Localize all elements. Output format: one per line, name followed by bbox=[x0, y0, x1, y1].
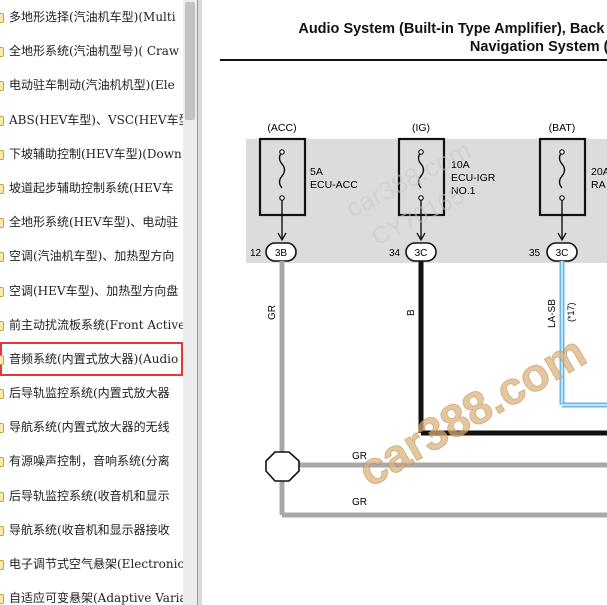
bookmark-icon bbox=[0, 183, 4, 194]
lower-wire-label-2: GR bbox=[352, 497, 367, 508]
fuse-acc-source: (ACC) bbox=[267, 122, 296, 134]
pin-12: 12 bbox=[250, 248, 262, 259]
junction-node bbox=[265, 451, 300, 482]
sidebar-item[interactable]: 后导轨监控系统(收音机和显示 bbox=[0, 479, 183, 513]
sidebar-item-label: 电动驻车制动(汽油机机型)(Ele bbox=[9, 78, 175, 93]
wire-la-sb-label: LA-SB bbox=[547, 299, 558, 328]
sidebar: 多地形选择(汽油机车型)(Multi 全地形系统(汽油机型号)( Craw 电动驻车… bbox=[0, 0, 198, 605]
bookmark-icon bbox=[0, 491, 4, 502]
sidebar-item[interactable]: 全地形系统(HEV车型)、电动驻 bbox=[0, 205, 183, 239]
bookmark-icon bbox=[0, 560, 4, 570]
wire-la-sb-note: (*17) bbox=[566, 302, 576, 322]
sidebar-item[interactable]: 电动驻车制动(汽油机机型)(Ele bbox=[0, 68, 183, 102]
sidebar-item[interactable]: 多地形选择(汽油机车型)(Multi bbox=[0, 0, 183, 34]
connector-3b-label: 3B bbox=[275, 248, 288, 259]
bookmark-icon bbox=[0, 115, 4, 126]
fuse-bat: (BAT) 20A RA 35 3C bbox=[529, 122, 607, 262]
fuse-bat-rating: 20A bbox=[591, 166, 607, 178]
pane-splitter[interactable] bbox=[197, 0, 203, 605]
sidebar-item-label: 导航系统(内置式放大器的无线 bbox=[9, 420, 170, 435]
title-line-1: Audio System (Built-in Type Amplifier), … bbox=[298, 21, 607, 37]
bookmark-icon bbox=[0, 81, 4, 92]
fuse-bat-source: (BAT) bbox=[549, 122, 576, 134]
sidebar-item-label: 空调(HEV车型)、加热型方向盘 bbox=[9, 283, 179, 298]
fuse-acc-rating: 5A bbox=[310, 166, 323, 178]
wire-b: B bbox=[406, 261, 607, 436]
watermark-3: car388.com bbox=[349, 325, 594, 497]
sidebar-item-label: 坡道起步辅助控制系统(HEV车 bbox=[9, 180, 174, 195]
bookmark-icon bbox=[0, 218, 4, 229]
bookmark-icon bbox=[0, 594, 4, 605]
title-line-2: Navigation System (R bbox=[469, 39, 607, 55]
sidebar-item-label: 后导轨监控系统(内置式放大器 bbox=[9, 386, 170, 401]
sidebar-item-label: 空调(汽油机车型)、加热型方向 bbox=[9, 249, 175, 264]
bookmark-icon bbox=[0, 354, 4, 365]
sidebar-item[interactable]: 后导轨监控系统(内置式放大器 bbox=[0, 376, 183, 410]
document-tree: 多地形选择(汽油机车型)(Multi 全地形系统(汽油机型号)( Craw 电动驻车… bbox=[0, 0, 183, 605]
fuse-ig-name: ECU-IGR bbox=[451, 172, 496, 184]
sidebar-item-label: 全地形系统(汽油机型号)( Craw bbox=[9, 44, 180, 59]
fuse-ig: (IG) 10A ECU-IGR NO.1 34 3C bbox=[389, 122, 496, 262]
sidebar-item[interactable]: 导航系统(内置式放大器的无线 bbox=[0, 410, 183, 444]
sidebar-item[interactable]: ABS(HEV车型)、VSC(HEV车型 bbox=[0, 103, 183, 137]
connector-3c-ig-label: 3C bbox=[415, 248, 428, 259]
sidebar-item-label: 电子调节式空气悬架(Electronic bbox=[9, 557, 183, 571]
fuse-ig-name-2: NO.1 bbox=[451, 185, 476, 197]
sidebar-item[interactable]: 有源噪声控制，音响系统(分离 bbox=[0, 444, 183, 478]
sidebar-item-label: ABS(HEV车型)、VSC(HEV车型 bbox=[9, 112, 183, 127]
bookmark-icon bbox=[0, 149, 4, 160]
sidebar-item[interactable]: 自适应可变悬架(Adaptive Varia bbox=[0, 581, 183, 605]
fuse-acc-name: ECU-ACC bbox=[310, 179, 358, 191]
sidebar-item-label: 导航系统(收音机和显示器接收 bbox=[9, 522, 170, 537]
sidebar-item[interactable]: 坡道起步辅助控制系统(HEV车 bbox=[0, 171, 183, 205]
sidebar-item-label: 下坡辅助控制(HEV车型)(Down bbox=[9, 146, 182, 161]
title-rule bbox=[220, 59, 607, 61]
fuse-ig-source: (IG) bbox=[412, 122, 430, 134]
fuse-bat-name: RA bbox=[591, 179, 606, 191]
sidebar-item[interactable]: 音频系统(内置式放大器)(Audio bbox=[0, 341, 183, 377]
bookmark-icon bbox=[0, 457, 4, 468]
bookmark-icon bbox=[0, 423, 4, 434]
bookmark-icon bbox=[0, 525, 4, 536]
sidebar-item-label: 音频系统(内置式放大器)(Audio bbox=[9, 351, 179, 366]
bookmark-icon bbox=[0, 286, 4, 297]
connector-3c-bat-label: 3C bbox=[556, 248, 569, 259]
bookmark-icon bbox=[0, 320, 4, 331]
fuse-acc: (ACC) 5A ECU-ACC 12 3B bbox=[250, 122, 358, 262]
scroll-thumb[interactable] bbox=[185, 2, 195, 120]
sidebar-scrollbar[interactable] bbox=[183, 0, 197, 605]
sidebar-item-label: 全地形系统(HEV车型)、电动驻 bbox=[9, 215, 179, 230]
bookmark-icon bbox=[0, 13, 4, 23]
page-title: Audio System (Built-in Type Amplifier), … bbox=[298, 20, 607, 56]
bookmark-icon bbox=[0, 47, 4, 58]
pin-34: 34 bbox=[389, 248, 401, 259]
lower-wire-label-1: GR bbox=[352, 451, 367, 462]
sidebar-item[interactable]: 空调(HEV车型)、加热型方向盘 bbox=[0, 274, 183, 308]
sidebar-item[interactable]: 前主动扰流板系统(Front Active bbox=[0, 308, 183, 342]
wire-b-label: B bbox=[406, 309, 417, 316]
pin-35: 35 bbox=[529, 248, 541, 259]
sidebar-item[interactable]: 空调(汽油机车型)、加热型方向 bbox=[0, 239, 183, 273]
sidebar-item-label: 多地形选择(汽油机车型)(Multi bbox=[9, 10, 176, 24]
sidebar-item-label: 后导轨监控系统(收音机和显示 bbox=[9, 488, 170, 503]
sidebar-item[interactable]: 电子调节式空气悬架(Electronic bbox=[0, 547, 183, 581]
sidebar-item[interactable]: 下坡辅助控制(HEV车型)(Down bbox=[0, 137, 183, 171]
wire-la-sb: LA-SB (*17) bbox=[547, 261, 607, 408]
sidebar-item-label: 有源噪声控制，音响系统(分离 bbox=[9, 454, 170, 469]
sidebar-item-label: 前主动扰流板系统(Front Active bbox=[9, 317, 183, 332]
sidebar-item-label: 自适应可变悬架(Adaptive Varia bbox=[9, 591, 183, 605]
wiring-diagram-page: Audio System (Built-in Type Amplifier), … bbox=[202, 0, 607, 605]
bookmark-icon bbox=[0, 389, 4, 400]
fuse-ig-rating: 10A bbox=[451, 159, 470, 171]
bookmark-icon bbox=[0, 252, 4, 263]
sidebar-item[interactable]: 导航系统(收音机和显示器接收 bbox=[0, 513, 183, 547]
schematic: (ACC) 5A ECU-ACC 12 3B (IG) 10A ECU-IGR … bbox=[246, 122, 607, 518]
wire-gr-label: GR bbox=[267, 305, 278, 320]
sidebar-item[interactable]: 全地形系统(汽油机型号)( Craw bbox=[0, 34, 183, 68]
wire-gr: GR bbox=[267, 261, 607, 518]
